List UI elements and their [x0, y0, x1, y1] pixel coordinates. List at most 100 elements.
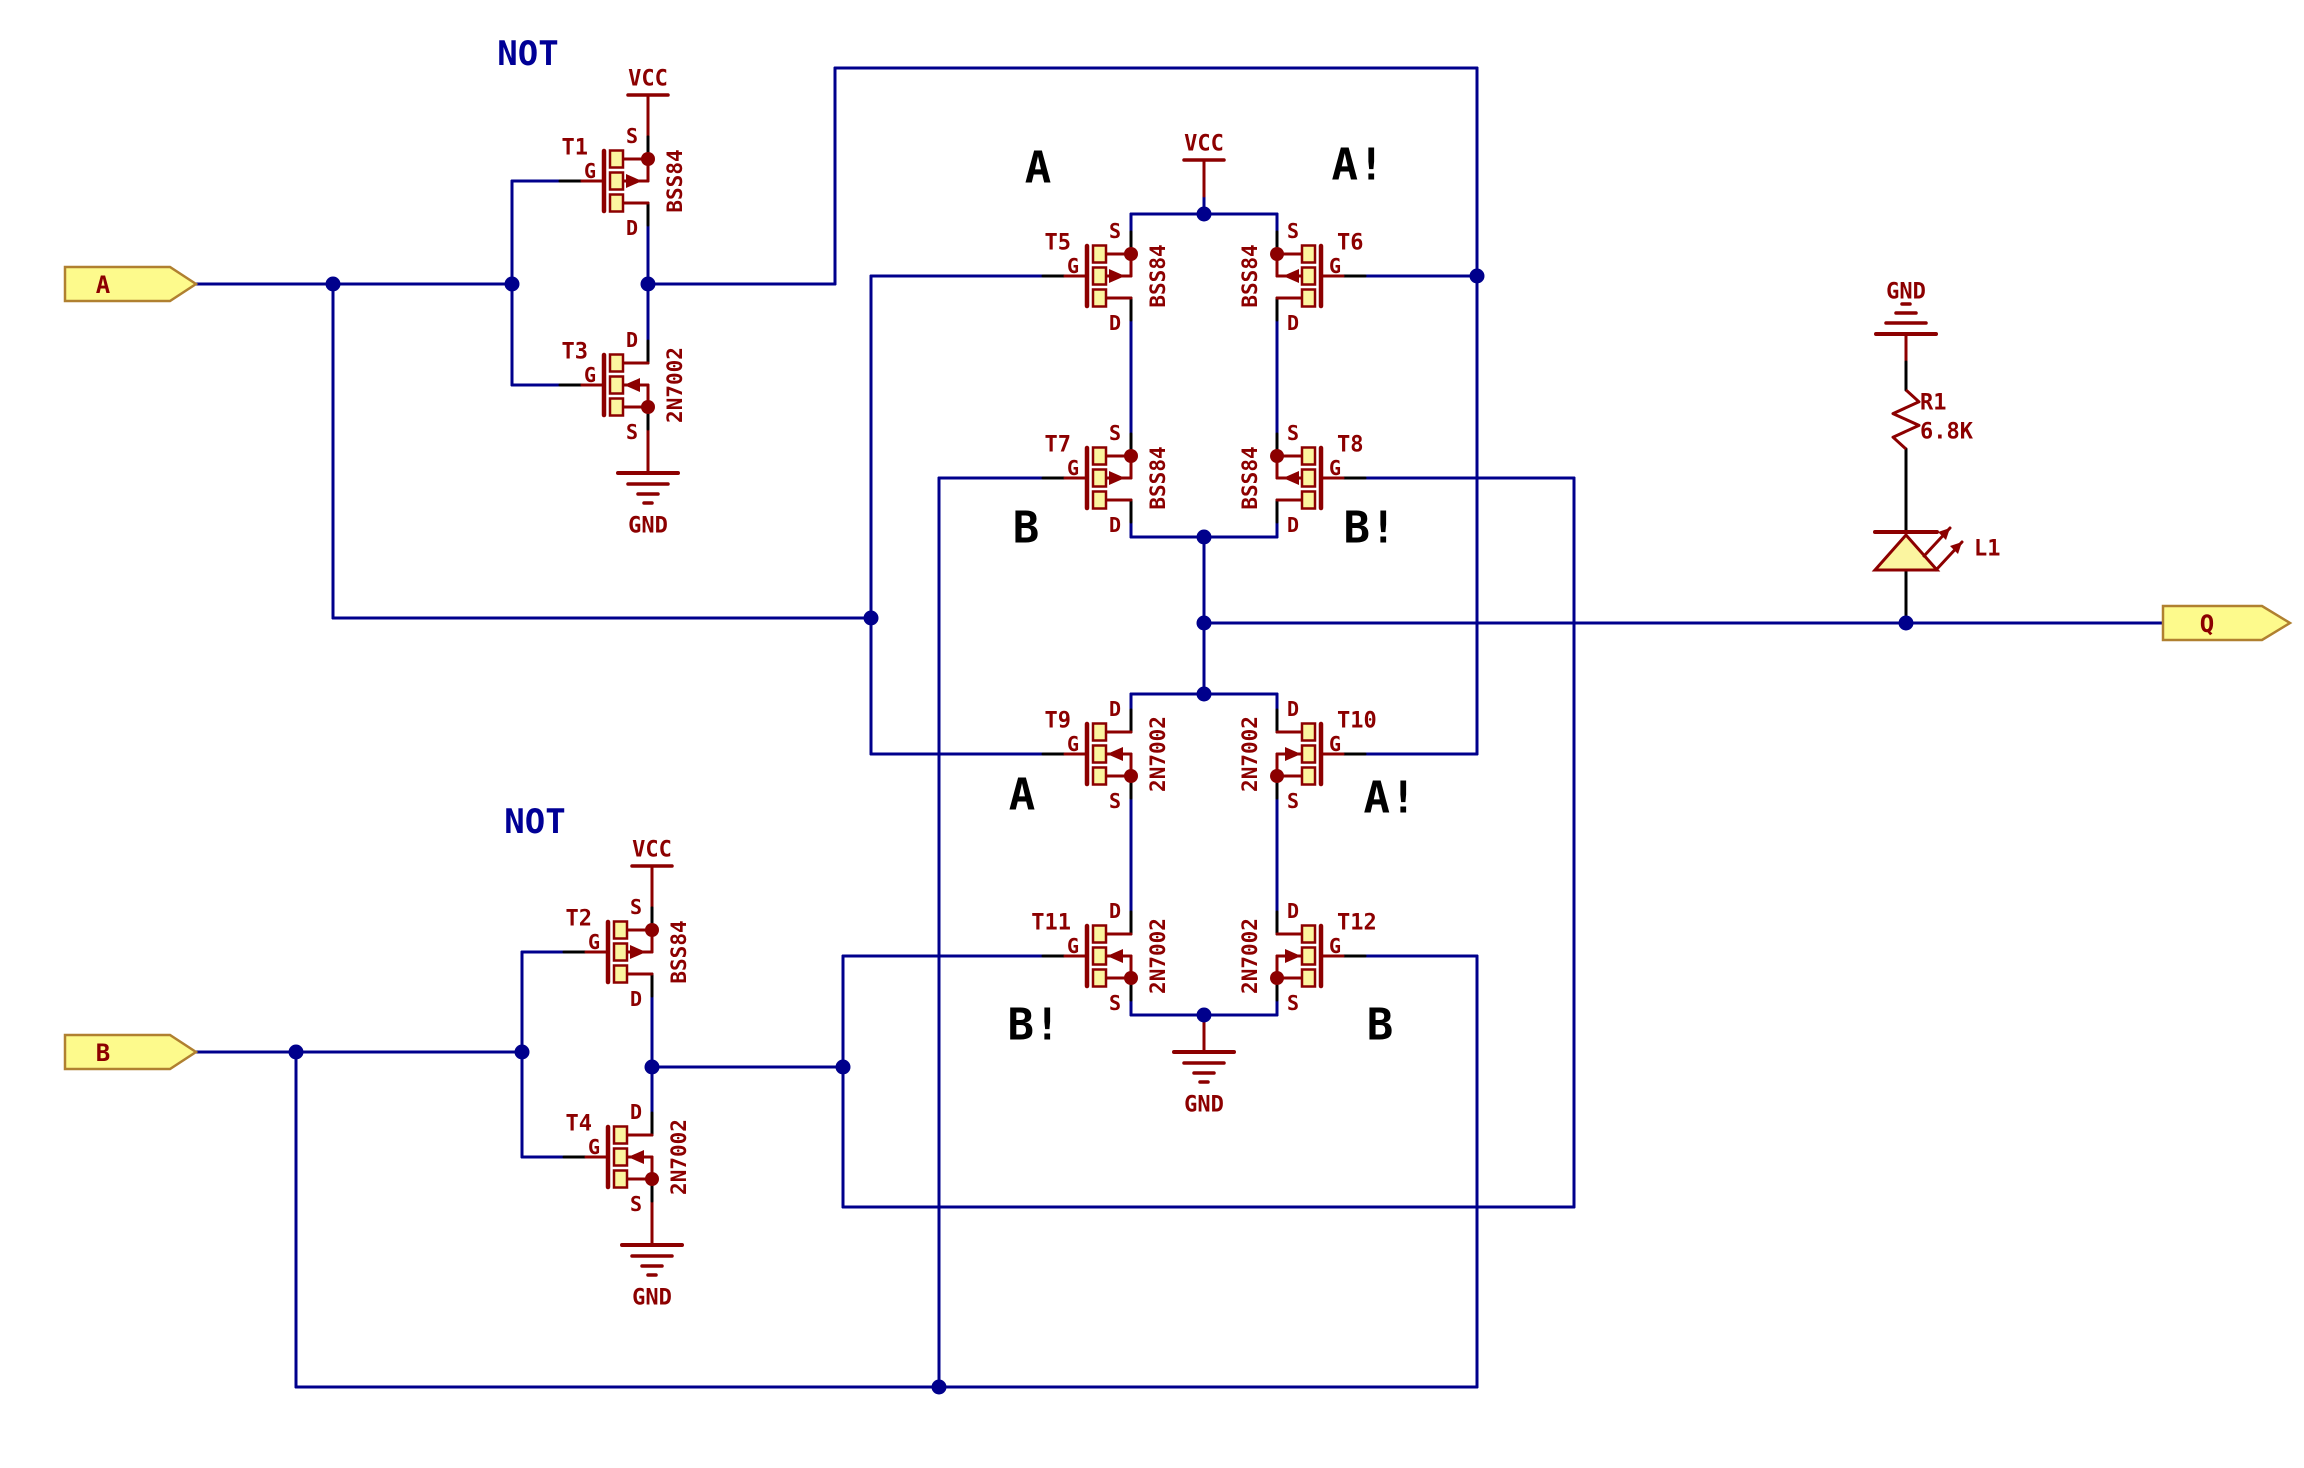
pmos-arrow-icon	[626, 174, 642, 188]
mosfet-pad-icon	[1091, 468, 1108, 488]
junction-dot	[504, 276, 520, 292]
label-text: G	[1067, 456, 1079, 480]
label-text: S	[1109, 991, 1121, 1015]
label-text: D	[1109, 899, 1121, 923]
mosfet-pad-icon	[608, 375, 625, 395]
bulk-dot-icon	[1124, 769, 1138, 783]
label-text: T5	[1045, 231, 1072, 256]
bulk-dot-icon	[1270, 971, 1284, 985]
junction-dot	[288, 1044, 304, 1060]
label-text: L1	[1974, 537, 2001, 562]
label-text: G	[1067, 732, 1079, 756]
label-text: S	[630, 895, 642, 919]
transistor-T2[interactable]: T2 BSS84T2GSDBSS84	[562, 895, 691, 1011]
label-text: VCC	[632, 838, 672, 863]
port-Q[interactable]: Q	[2161, 604, 2293, 642]
transistor-T5[interactable]: T5 BSS84T5GSDBSS84	[1041, 219, 1170, 335]
transistor-T4[interactable]: T4 2N7002T4GDS2N7002	[562, 1100, 691, 1216]
label-text: A	[1025, 143, 1052, 194]
bulk-dot-icon	[1124, 971, 1138, 985]
label-text: 2N7002	[1146, 716, 1170, 792]
pmos-arrow-icon	[630, 945, 646, 959]
junction-dot	[644, 1059, 660, 1075]
label-text: BSS84	[1146, 244, 1170, 307]
mosfet-pad-icon	[1091, 490, 1108, 510]
label-text: G	[588, 1135, 600, 1159]
label-text: BSS84	[667, 920, 691, 983]
label-text: G	[584, 363, 596, 387]
mosfet-pad-icon	[1300, 968, 1317, 988]
label-text: BSS84	[1238, 244, 1262, 307]
junction-dot	[325, 276, 341, 292]
label-text: A!	[1332, 140, 1385, 191]
mosfet-pad-icon	[1300, 946, 1317, 966]
label-text: T3	[562, 340, 589, 365]
transistor-T9[interactable]: T9 2N7002T9GDS2N7002	[1041, 697, 1170, 813]
vcc-symbol-icon: VCC	[626, 67, 670, 97]
label-text: T9	[1045, 709, 1072, 734]
gnd-symbol-icon: GND	[616, 471, 680, 539]
mosfet-pad-icon	[612, 1125, 629, 1145]
led-L1[interactable]: L1L1	[1871, 526, 2001, 572]
label-text: T1	[562, 136, 589, 161]
label-text: D	[1287, 311, 1299, 335]
label-text: D	[1109, 311, 1121, 335]
label-text: NOT	[497, 34, 558, 74]
pmos-arrow-icon	[1283, 269, 1299, 283]
junction-dots	[288, 206, 1914, 1395]
resistor-R1[interactable]: R1 6.8KR16.8K	[1891, 388, 1974, 451]
label-text: A	[96, 271, 111, 299]
label-text: B!	[1008, 1000, 1061, 1051]
bulk-dot-icon	[1124, 247, 1138, 261]
label-text: S	[1287, 421, 1299, 445]
vcc-symbol-icon: VCC	[1182, 132, 1226, 162]
port-B[interactable]: B	[63, 1033, 199, 1071]
label-text: 2N7002	[1238, 918, 1262, 994]
label-text: GND	[1886, 280, 1926, 305]
bulk-dot-icon	[641, 400, 655, 414]
label-text: S	[630, 1192, 642, 1216]
transistor-T1[interactable]: T1 BSS84T1GSDBSS84	[558, 124, 687, 240]
junction-dot	[835, 1059, 851, 1075]
mosfet-pad-icon	[1091, 446, 1108, 466]
gnd-symbol-icon: GND	[620, 1243, 684, 1311]
nmos-arrow-icon	[1107, 949, 1123, 963]
mosfet-pad-icon	[612, 920, 629, 940]
label-text: S	[1109, 421, 1121, 445]
mosfet-pad-icon	[608, 397, 625, 417]
label-text: B	[1367, 1000, 1394, 1051]
port-A[interactable]: A	[63, 265, 199, 303]
junction-dot	[863, 610, 879, 626]
label-text: S	[1287, 219, 1299, 243]
label-text: T2	[566, 907, 593, 932]
label-text: 2N7002	[1238, 716, 1262, 792]
label-text: VCC	[628, 67, 668, 92]
label-text: B	[96, 1039, 110, 1067]
led-emission-arrow-icon	[1950, 542, 1962, 554]
label-text: B!	[1344, 503, 1397, 554]
label-text: D	[630, 987, 642, 1011]
mosfet-pad-icon	[1300, 722, 1317, 742]
mosfet-pad-icon	[1091, 266, 1108, 286]
label-text: D	[1109, 513, 1121, 537]
label-text: D	[1287, 697, 1299, 721]
mosfet-pad-icon	[1300, 490, 1317, 510]
transistor-T3[interactable]: T3 2N7002T3GDS2N7002	[558, 328, 687, 444]
label-text: NOT	[504, 802, 565, 842]
mosfet-pad-icon	[1091, 722, 1108, 742]
junction-dot	[640, 276, 656, 292]
label-text: G	[1067, 934, 1079, 958]
led-triangle-icon	[1871, 532, 1941, 572]
label-text: G	[1067, 254, 1079, 278]
label-text: 2N7002	[663, 347, 687, 423]
mosfet-pad-icon	[1091, 968, 1108, 988]
mosfet-pad-icon	[608, 353, 625, 373]
